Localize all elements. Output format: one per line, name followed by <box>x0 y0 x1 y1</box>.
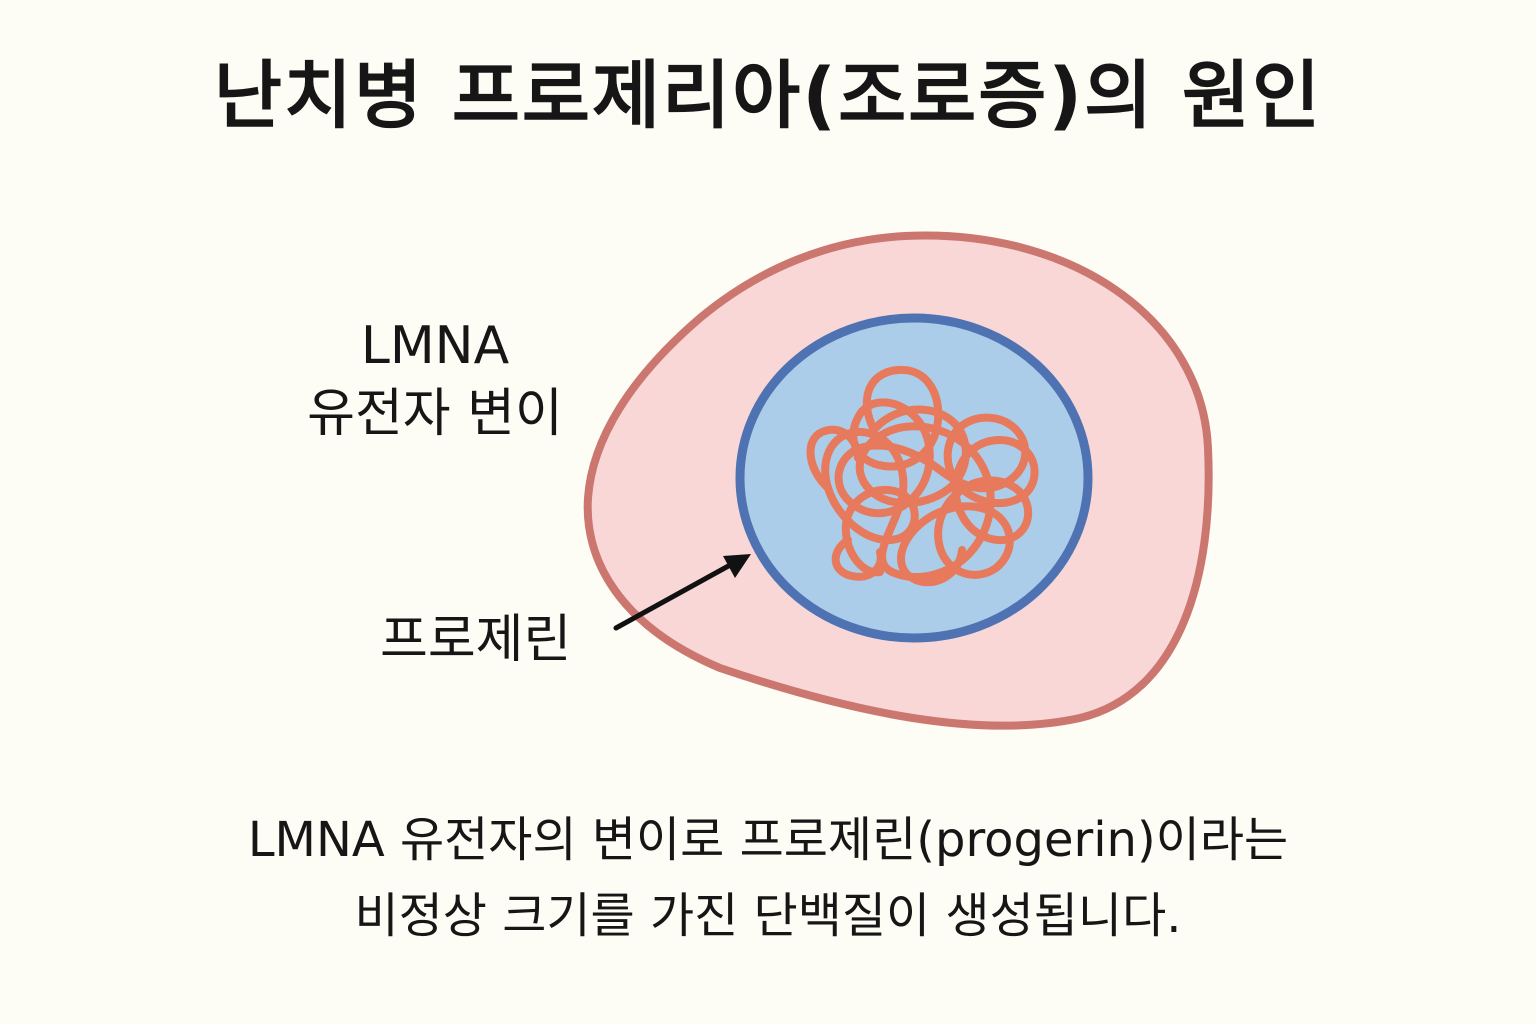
dna-tangle <box>806 365 1039 587</box>
gene-label-line2: 유전자 변이 <box>307 384 563 444</box>
caption-line2: 비정상 크기를 가진 단백질이 생성됩니다. <box>354 888 1182 944</box>
page-title: 난치병 프로제리아(조로증)의 원인 <box>213 53 1323 139</box>
description-caption: LMNA 유전자의 변이로 프로제린(progerin)이라는 비정상 크기를 … <box>0 802 1536 954</box>
progerin-pointer-arrow <box>613 554 751 631</box>
gene-label-line1: LMNA <box>360 316 510 376</box>
gene-mutation-label: LMNA 유전자 변이 <box>250 312 620 448</box>
progerin-label: 프로제린 <box>380 610 572 670</box>
caption-line1: LMNA 유전자의 변이로 프로제린(progerin)이라는 <box>247 812 1289 868</box>
